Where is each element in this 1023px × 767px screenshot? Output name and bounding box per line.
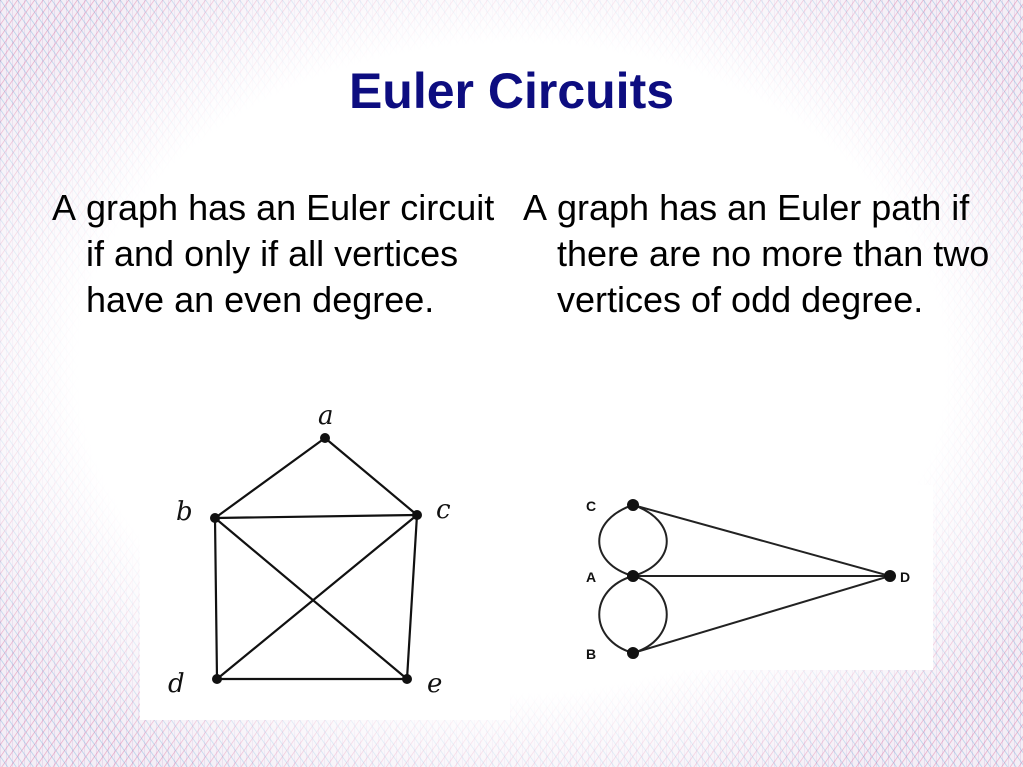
edge-c-d: [215, 513, 419, 681]
edge-c-d: [632, 504, 891, 577]
vertex-label-C: C: [586, 498, 596, 514]
edge-a-b-left: [598, 575, 634, 654]
edge-a-c: [323, 436, 419, 517]
vertex-label-B: B: [586, 646, 596, 662]
vertex-B: [627, 647, 639, 659]
edge-b-c: [213, 513, 419, 520]
edge-c-e: [405, 513, 419, 681]
euler-circuit-graph: a b c d e: [140, 400, 510, 720]
vertex-label-c: c: [436, 495, 451, 525]
vertex-label-A: A: [586, 569, 596, 585]
edge-b-d: [213, 516, 219, 681]
euler-path-graph: C A B D: [578, 485, 933, 670]
vertex-label-b: b: [176, 497, 193, 527]
edge-b-e: [213, 516, 409, 681]
vertex-d: [212, 674, 222, 684]
vertex-a: [320, 433, 330, 443]
vertex-e: [402, 674, 412, 684]
bullet-euler-circuit: A graph has an Euler circuit if and only…: [52, 185, 502, 323]
vertex-label-e: e: [427, 669, 442, 699]
vertex-C: [627, 499, 639, 511]
slide-title: Euler Circuits: [348, 63, 675, 119]
bullet-euler-path: A graph has an Euler path if there are n…: [523, 185, 993, 323]
edge-c-a-right: [632, 504, 668, 577]
bullet-lead: A: [52, 187, 77, 228]
vertex-A: [627, 570, 639, 582]
vertex-b: [210, 513, 220, 523]
vertex-label-D: D: [900, 569, 910, 585]
bullet-text: graph has an Euler circuit if and only i…: [86, 187, 495, 320]
bullet-lead: A: [523, 187, 548, 228]
edge-b-d: [632, 575, 891, 654]
vertex-D: [884, 570, 896, 582]
bullet-text: graph has an Euler path if there are no …: [557, 187, 990, 320]
vertex-label-a: a: [318, 401, 334, 431]
edge-c-a-left: [598, 504, 634, 577]
vertex-label-d: d: [168, 669, 185, 699]
edge-a-b: [213, 436, 327, 520]
vertex-c: [412, 510, 422, 520]
edge-a-b-right: [632, 575, 668, 654]
